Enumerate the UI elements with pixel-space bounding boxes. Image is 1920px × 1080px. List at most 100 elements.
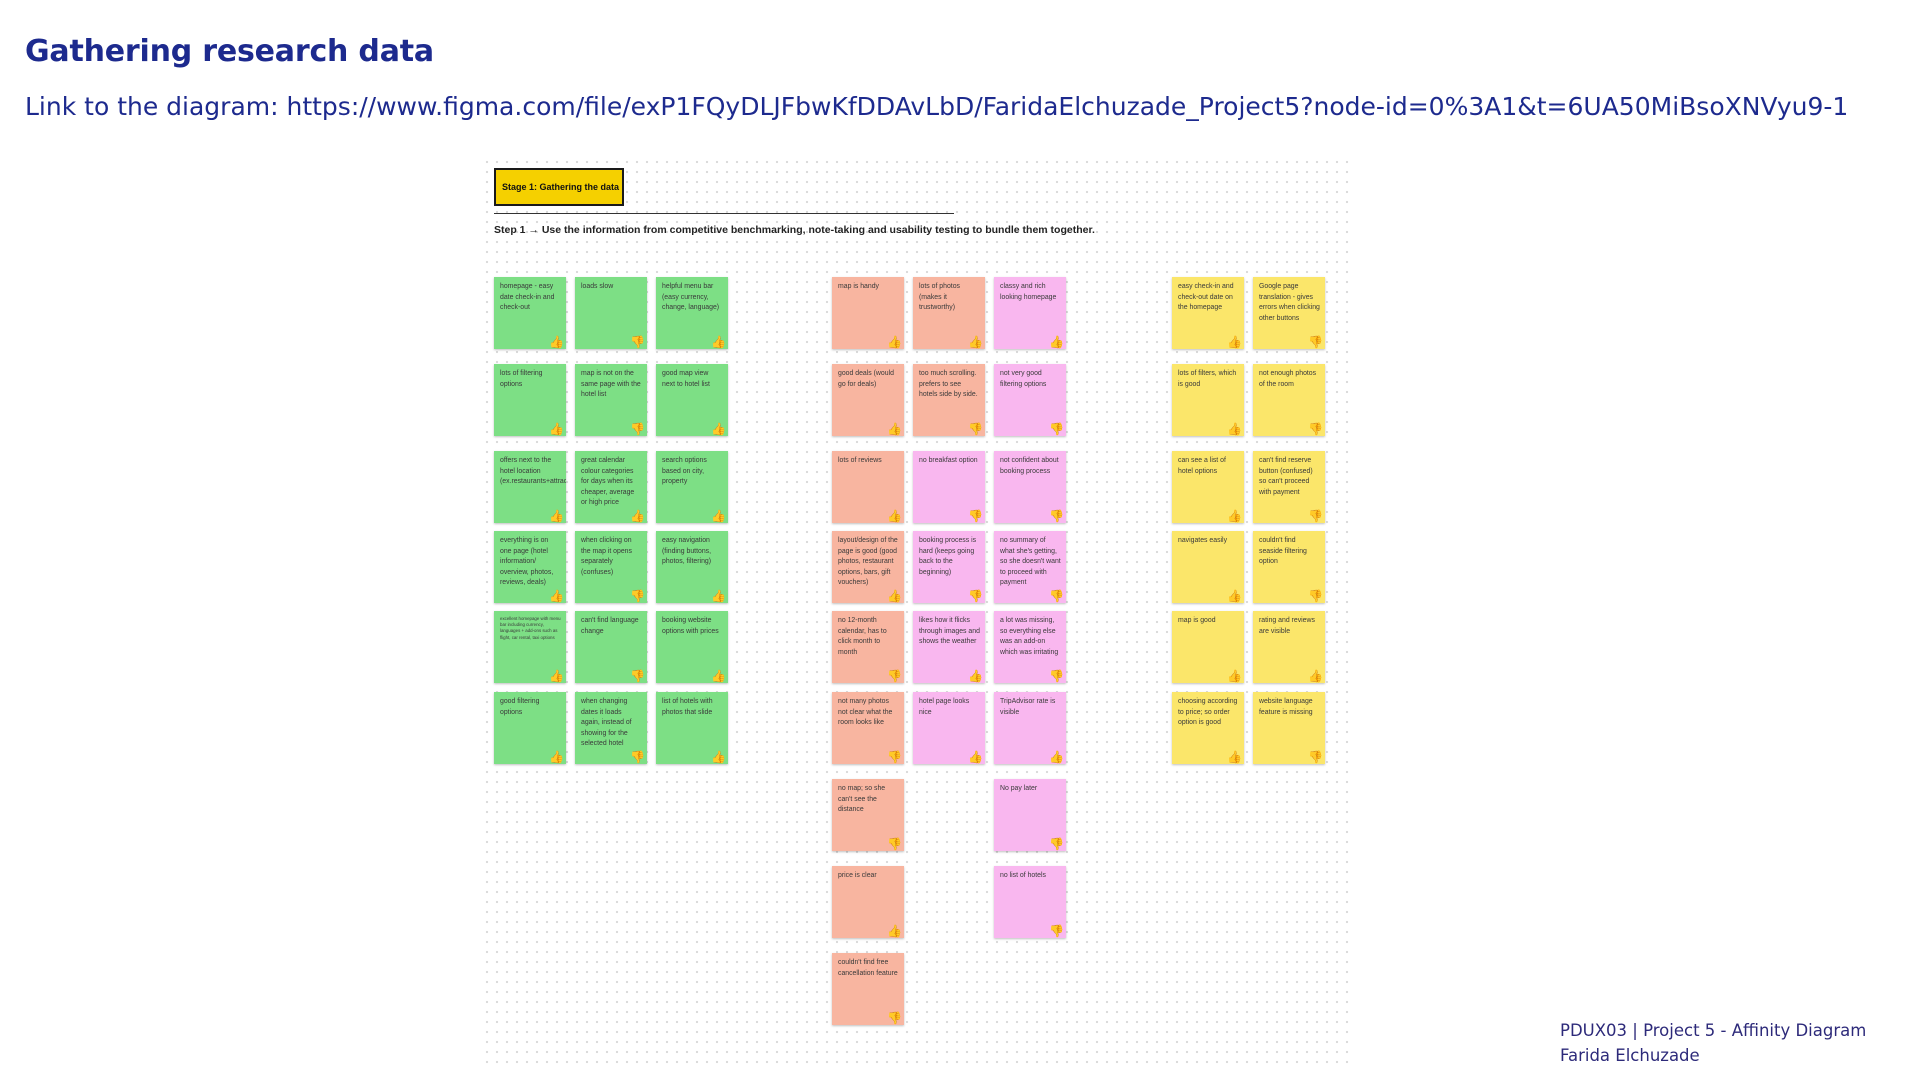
sticky-note[interactable]: classy and rich looking homepage👍: [994, 277, 1066, 349]
thumbs-down-icon: 👎: [630, 589, 645, 603]
thumbs-up-icon: 👍: [1227, 422, 1242, 436]
thumbs-up-icon: 👍: [711, 589, 726, 603]
affinity-board: Stage 1: Gathering the data Step 1 → Use…: [482, 157, 1355, 1065]
thumbs-up-icon: 👍: [968, 750, 983, 764]
sticky-note[interactable]: couldn't find free cancellation feature👎: [832, 953, 904, 1025]
thumbs-up-icon: 👍: [549, 589, 564, 603]
sticky-note[interactable]: good deals (would go for deals)👍: [832, 364, 904, 436]
sticky-note[interactable]: no map; so she can't see the distance👎: [832, 779, 904, 851]
thumbs-down-icon: 👎: [968, 422, 983, 436]
sticky-note[interactable]: can't find language change👎: [575, 611, 647, 683]
sticky-note[interactable]: homepage - easy date check-in and check-…: [494, 277, 566, 349]
stage-divider: [494, 213, 954, 214]
sticky-note[interactable]: can't find reserve button (confused) so …: [1253, 451, 1325, 523]
sticky-note[interactable]: map is not on the same page with the hot…: [575, 364, 647, 436]
diagram-link[interactable]: Link to the diagram: https://www.figma.c…: [25, 92, 1849, 121]
sticky-note[interactable]: easy navigation (finding buttons, photos…: [656, 531, 728, 603]
sticky-note[interactable]: helpful menu bar (easy currency, change,…: [656, 277, 728, 349]
thumbs-down-icon: 👎: [1308, 750, 1323, 764]
footer: PDUX03 | Project 5 - Affinity Diagram Fa…: [1560, 1018, 1866, 1068]
sticky-note[interactable]: great calendar colour categories for day…: [575, 451, 647, 523]
sticky-note[interactable]: loads slow👎: [575, 277, 647, 349]
sticky-note[interactable]: website language feature is missing👎: [1253, 692, 1325, 764]
thumbs-down-icon: 👎: [968, 509, 983, 523]
sticky-note[interactable]: rating and reviews are visible👍: [1253, 611, 1325, 683]
stage-label: Stage 1: Gathering the data: [494, 168, 624, 206]
footer-project: PDUX03 | Project 5 - Affinity Diagram: [1560, 1021, 1867, 1040]
sticky-note[interactable]: likes how it flicks through images and s…: [913, 611, 985, 683]
sticky-note[interactable]: price is clear👍: [832, 866, 904, 938]
thumbs-up-icon: 👍: [1227, 669, 1242, 683]
sticky-note[interactable]: lots of reviews👍: [832, 451, 904, 523]
page-title: Gathering research data: [25, 34, 434, 69]
sticky-note[interactable]: hotel page looks nice👍: [913, 692, 985, 764]
sticky-note[interactable]: navigates easily👍: [1172, 531, 1244, 603]
thumbs-up-icon: 👍: [887, 422, 902, 436]
stage-label-text: Stage 1: Gathering the data: [502, 182, 620, 192]
sticky-note[interactable]: not many photos not clear what the room …: [832, 692, 904, 764]
footer-author: Farida Elchuzade: [1560, 1046, 1700, 1065]
thumbs-up-icon: 👍: [968, 669, 983, 683]
sticky-note[interactable]: offers next to the hotel location (ex.re…: [494, 451, 566, 523]
sticky-note[interactable]: not enough photos of the room👎: [1253, 364, 1325, 436]
step-instruction: Step 1 → Use the information from compet…: [494, 224, 1095, 236]
thumbs-up-icon: 👍: [630, 509, 645, 523]
thumbs-up-icon: 👍: [1049, 750, 1064, 764]
thumbs-up-icon: 👍: [711, 750, 726, 764]
thumbs-up-icon: 👍: [711, 422, 726, 436]
sticky-note[interactable]: lots of filters, which is good👍: [1172, 364, 1244, 436]
sticky-note[interactable]: can see a list of hotel options👍: [1172, 451, 1244, 523]
sticky-note[interactable]: not very good filtering options👎: [994, 364, 1066, 436]
sticky-note[interactable]: good filtering options👍: [494, 692, 566, 764]
sticky-note[interactable]: good map view next to hotel list👍: [656, 364, 728, 436]
thumbs-down-icon: 👎: [630, 669, 645, 683]
thumbs-up-icon: 👍: [1227, 509, 1242, 523]
thumbs-down-icon: 👎: [1308, 422, 1323, 436]
sticky-note[interactable]: everything is on one page (hotel informa…: [494, 531, 566, 603]
thumbs-down-icon: 👎: [1049, 924, 1064, 938]
thumbs-up-icon: 👍: [711, 669, 726, 683]
sticky-note[interactable]: when clicking on the map it opens separa…: [575, 531, 647, 603]
sticky-note[interactable]: booking website options with prices👍: [656, 611, 728, 683]
sticky-note[interactable]: when changing dates it loads again, inst…: [575, 692, 647, 764]
sticky-note[interactable]: lots of photos (makes it trustworthy)👍: [913, 277, 985, 349]
thumbs-up-icon: 👍: [968, 335, 983, 349]
thumbs-down-icon: 👎: [887, 1011, 902, 1025]
thumbs-down-icon: 👎: [887, 669, 902, 683]
sticky-note[interactable]: lots of filtering options👍: [494, 364, 566, 436]
thumbs-down-icon: 👎: [1308, 335, 1323, 349]
sticky-note[interactable]: no 12-month calendar, has to click month…: [832, 611, 904, 683]
sticky-note[interactable]: no list of hotels👎: [994, 866, 1066, 938]
thumbs-up-icon: 👍: [549, 422, 564, 436]
sticky-note[interactable]: search options based on city, property👍: [656, 451, 728, 523]
thumbs-up-icon: 👍: [1227, 750, 1242, 764]
thumbs-down-icon: 👎: [630, 422, 645, 436]
sticky-note[interactable]: map is good👍: [1172, 611, 1244, 683]
sticky-note[interactable]: TripAdvisor rate is visible👍: [994, 692, 1066, 764]
sticky-note[interactable]: couldn't find seaside filtering option👎: [1253, 531, 1325, 603]
sticky-note[interactable]: map is handy👍: [832, 277, 904, 349]
sticky-note[interactable]: choosing according to price; so order op…: [1172, 692, 1244, 764]
sticky-note[interactable]: excellent homepage with menu bar includi…: [494, 611, 566, 683]
thumbs-up-icon: 👍: [1227, 589, 1242, 603]
sticky-note[interactable]: booking process is hard (keeps going bac…: [913, 531, 985, 603]
sticky-note[interactable]: no breakfast option👎: [913, 451, 985, 523]
thumbs-down-icon: 👎: [630, 750, 645, 764]
sticky-note[interactable]: too much scrolling. prefers to see hotel…: [913, 364, 985, 436]
thumbs-up-icon: 👍: [549, 509, 564, 523]
sticky-note[interactable]: no summary of what she's getting, so she…: [994, 531, 1066, 603]
sticky-note[interactable]: Google page translation - gives errors w…: [1253, 277, 1325, 349]
sticky-note[interactable]: layout/design of the page is good (good …: [832, 531, 904, 603]
thumbs-down-icon: 👎: [968, 589, 983, 603]
thumbs-up-icon: 👍: [887, 589, 902, 603]
thumbs-up-icon: 👍: [711, 335, 726, 349]
thumbs-up-icon: 👍: [1227, 335, 1242, 349]
sticky-note[interactable]: a lot was missing, so everything else wa…: [994, 611, 1066, 683]
thumbs-down-icon: 👎: [1308, 589, 1323, 603]
thumbs-up-icon: 👍: [711, 509, 726, 523]
sticky-note[interactable]: easy check-in and check-out date on the …: [1172, 277, 1244, 349]
thumbs-up-icon: 👍: [549, 669, 564, 683]
sticky-note[interactable]: list of hotels with photos that slide👍: [656, 692, 728, 764]
sticky-note[interactable]: No pay later👎: [994, 779, 1066, 851]
sticky-note[interactable]: not confident about booking process👎: [994, 451, 1066, 523]
